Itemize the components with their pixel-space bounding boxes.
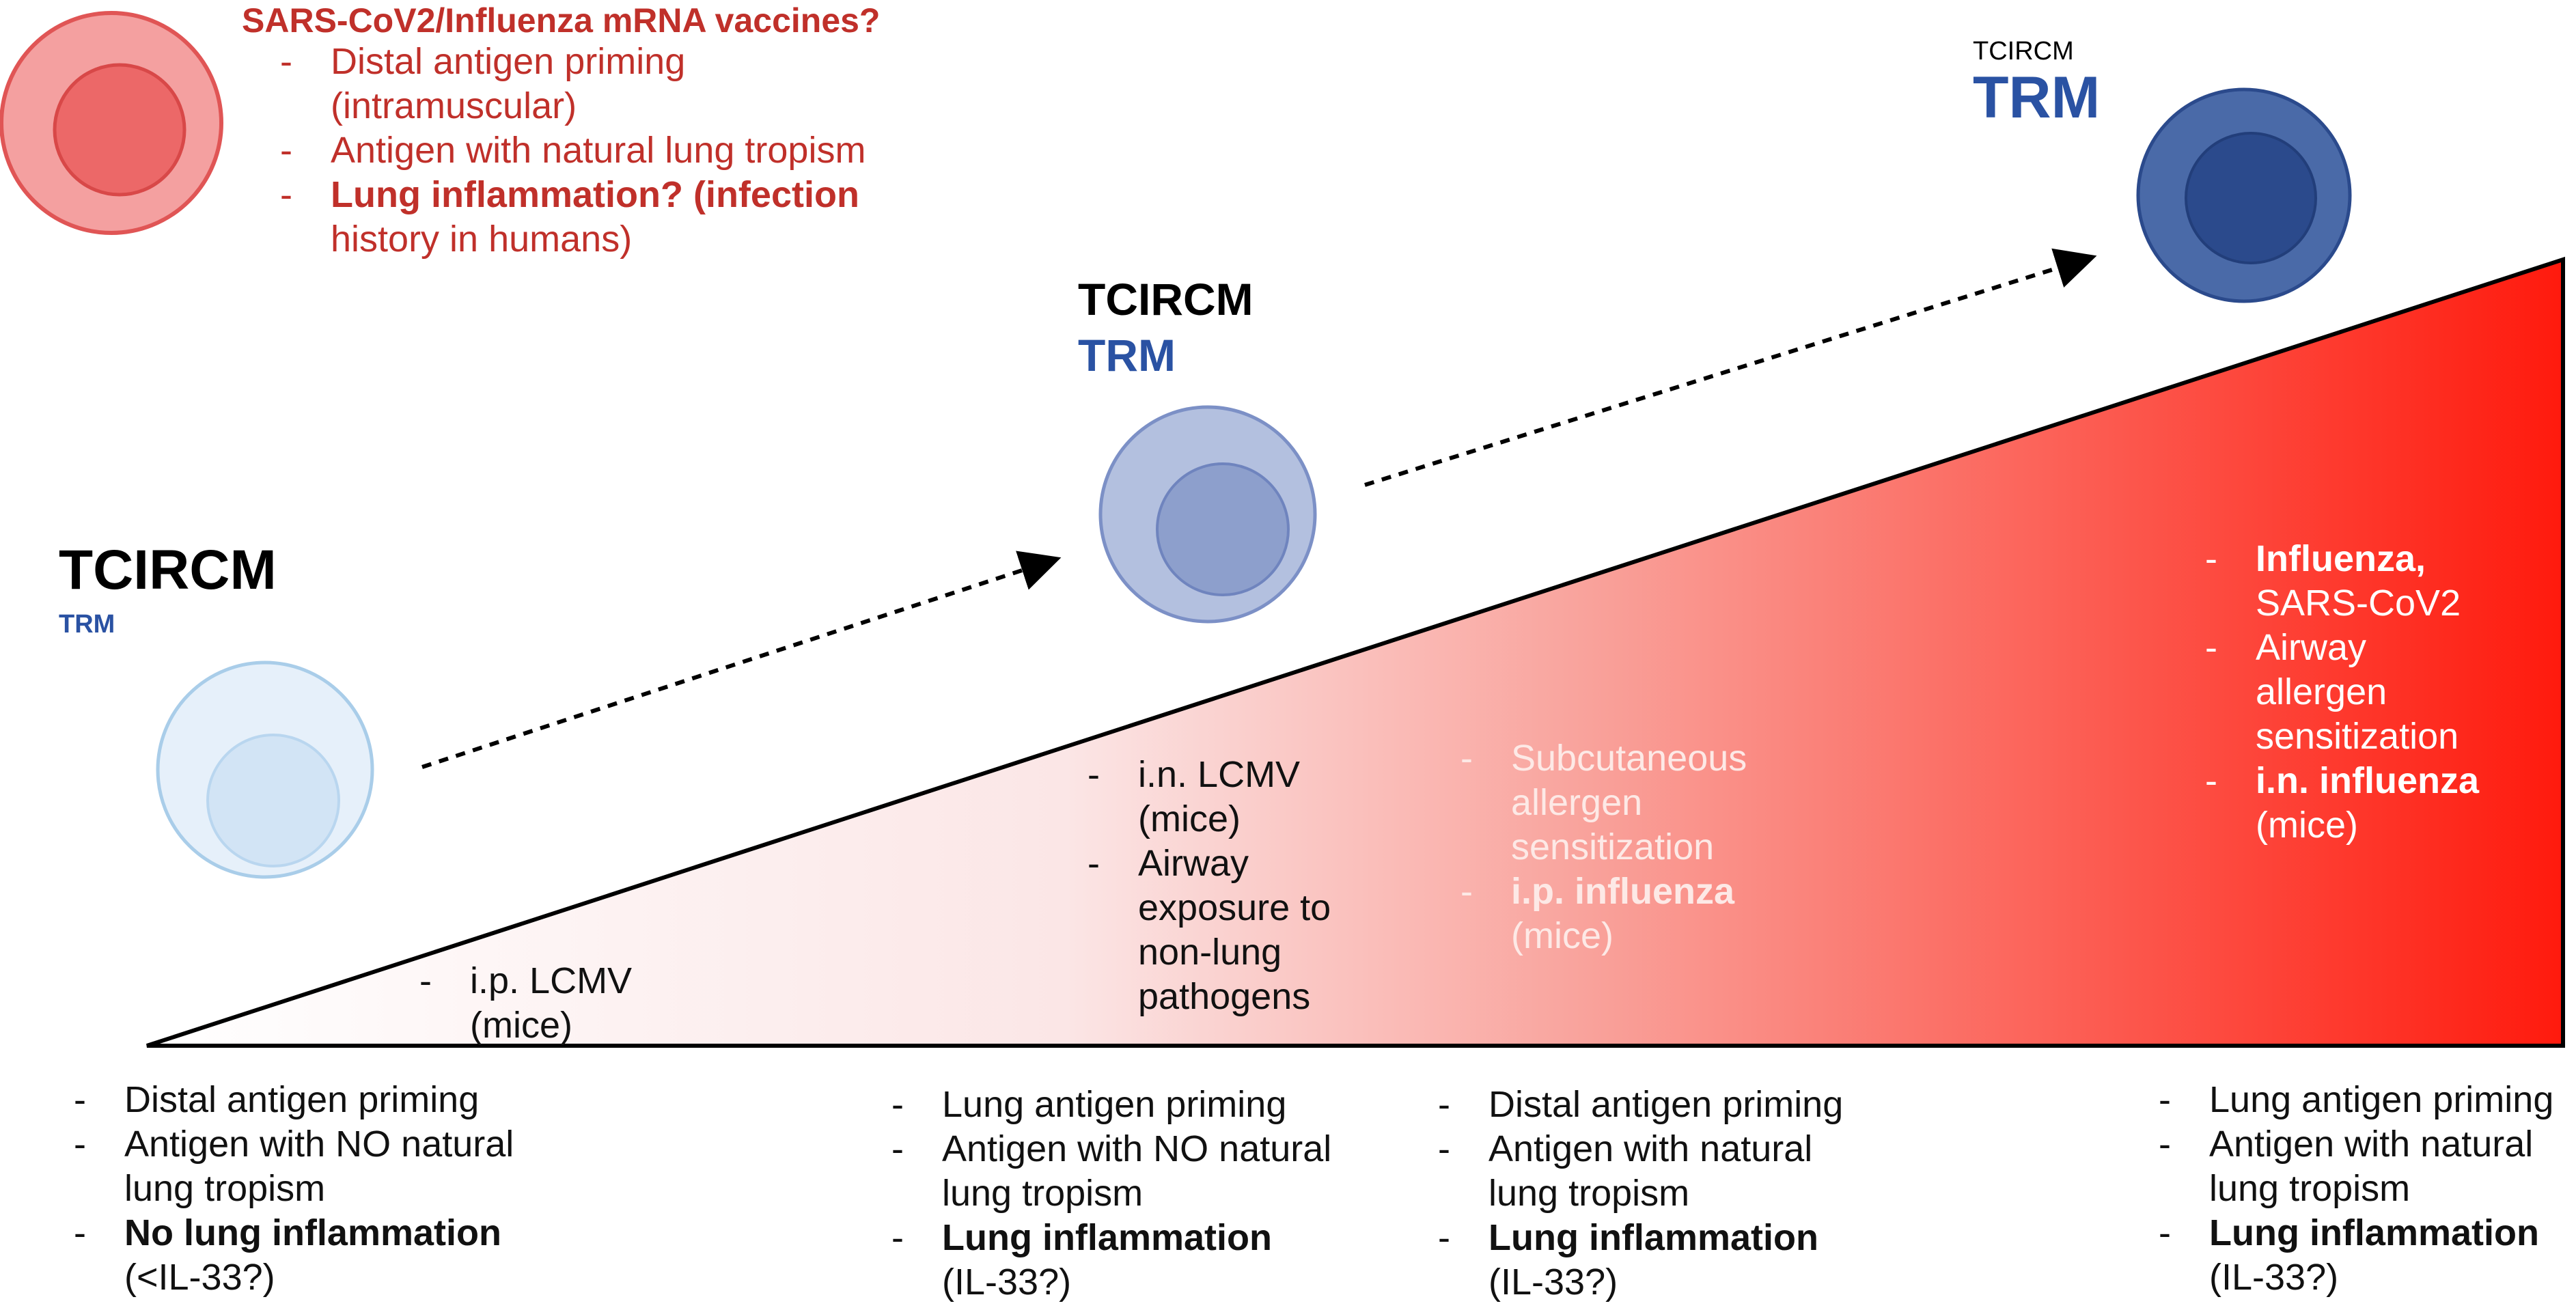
stage1-trm-label: TRM <box>59 610 115 639</box>
condition-inflammation: Lung inflammation(IL-33?) <box>891 1216 1331 1305</box>
vaccine-item-tropism: Antigen with natural lung tropism <box>280 128 963 173</box>
model-group-1: i.p. LCMV(mice) <box>419 959 632 1048</box>
condition-inflammation: No lung inflammation(<IL-33?) <box>74 1211 514 1300</box>
stage2-trm-label: TRM <box>1078 330 1176 380</box>
vaccine-question-title: SARS-CoV2/Influenza mRNA vaccines? <box>242 1 881 40</box>
model-influenza-sars: Influenza,SARS-CoV2 <box>2205 537 2479 626</box>
progression-arrow-1 <box>421 551 1062 769</box>
stage1-tcircm-label: TCIRCM <box>59 539 277 601</box>
condition-inflammation: Lung inflammation(IL-33?) <box>1438 1216 1843 1305</box>
condition-priming: Distal antigen priming <box>74 1078 514 1122</box>
mid-blue-cell-icon <box>1098 405 1317 624</box>
progression-arrow-2 <box>1364 248 2097 487</box>
inflammation-gradient-triangle <box>146 256 2565 1048</box>
red-cell-icon <box>0 11 223 235</box>
vaccine-question-list: Distal antigen priming(intramuscular) An… <box>280 40 963 262</box>
condition-inflammation: Lung inflammation(IL-33?) <box>2159 1211 2553 1300</box>
light-blue-cell-icon <box>156 660 374 879</box>
condition-column-2: Lung antigen priming Antigen with NO nat… <box>891 1083 1331 1305</box>
model-group-4: Influenza,SARS-CoV2 Airwayallergensensit… <box>2205 537 2479 848</box>
condition-column-4: Lung antigen priming Antigen with natura… <box>2159 1078 2553 1300</box>
stage2-tcircm-label: TCIRCM <box>1078 274 1254 324</box>
stage3-tcircm-label: TCIRCM <box>1973 37 2074 66</box>
condition-column-3: Distal antigen priming Antigen with natu… <box>1438 1083 1843 1305</box>
condition-priming: Lung antigen priming <box>891 1083 1331 1127</box>
condition-column-1: Distal antigen priming Antigen with NO n… <box>74 1078 514 1300</box>
model-in-lcmv: i.n. LCMV(mice) <box>1088 753 1331 841</box>
dark-blue-cell-icon <box>2136 87 2352 303</box>
model-ip-lcmv: i.p. LCMV(mice) <box>419 959 632 1048</box>
vaccine-item-priming: Distal antigen priming(intramuscular) <box>280 40 963 128</box>
condition-priming: Distal antigen priming <box>1438 1083 1843 1127</box>
stage3-trm-label: TRM <box>1973 65 2101 130</box>
model-ip-influenza: i.p. influenza(mice) <box>1460 869 1747 958</box>
condition-priming: Lung antigen priming <box>2159 1078 2553 1122</box>
model-in-influenza: i.n. influenza(mice) <box>2205 759 2479 848</box>
